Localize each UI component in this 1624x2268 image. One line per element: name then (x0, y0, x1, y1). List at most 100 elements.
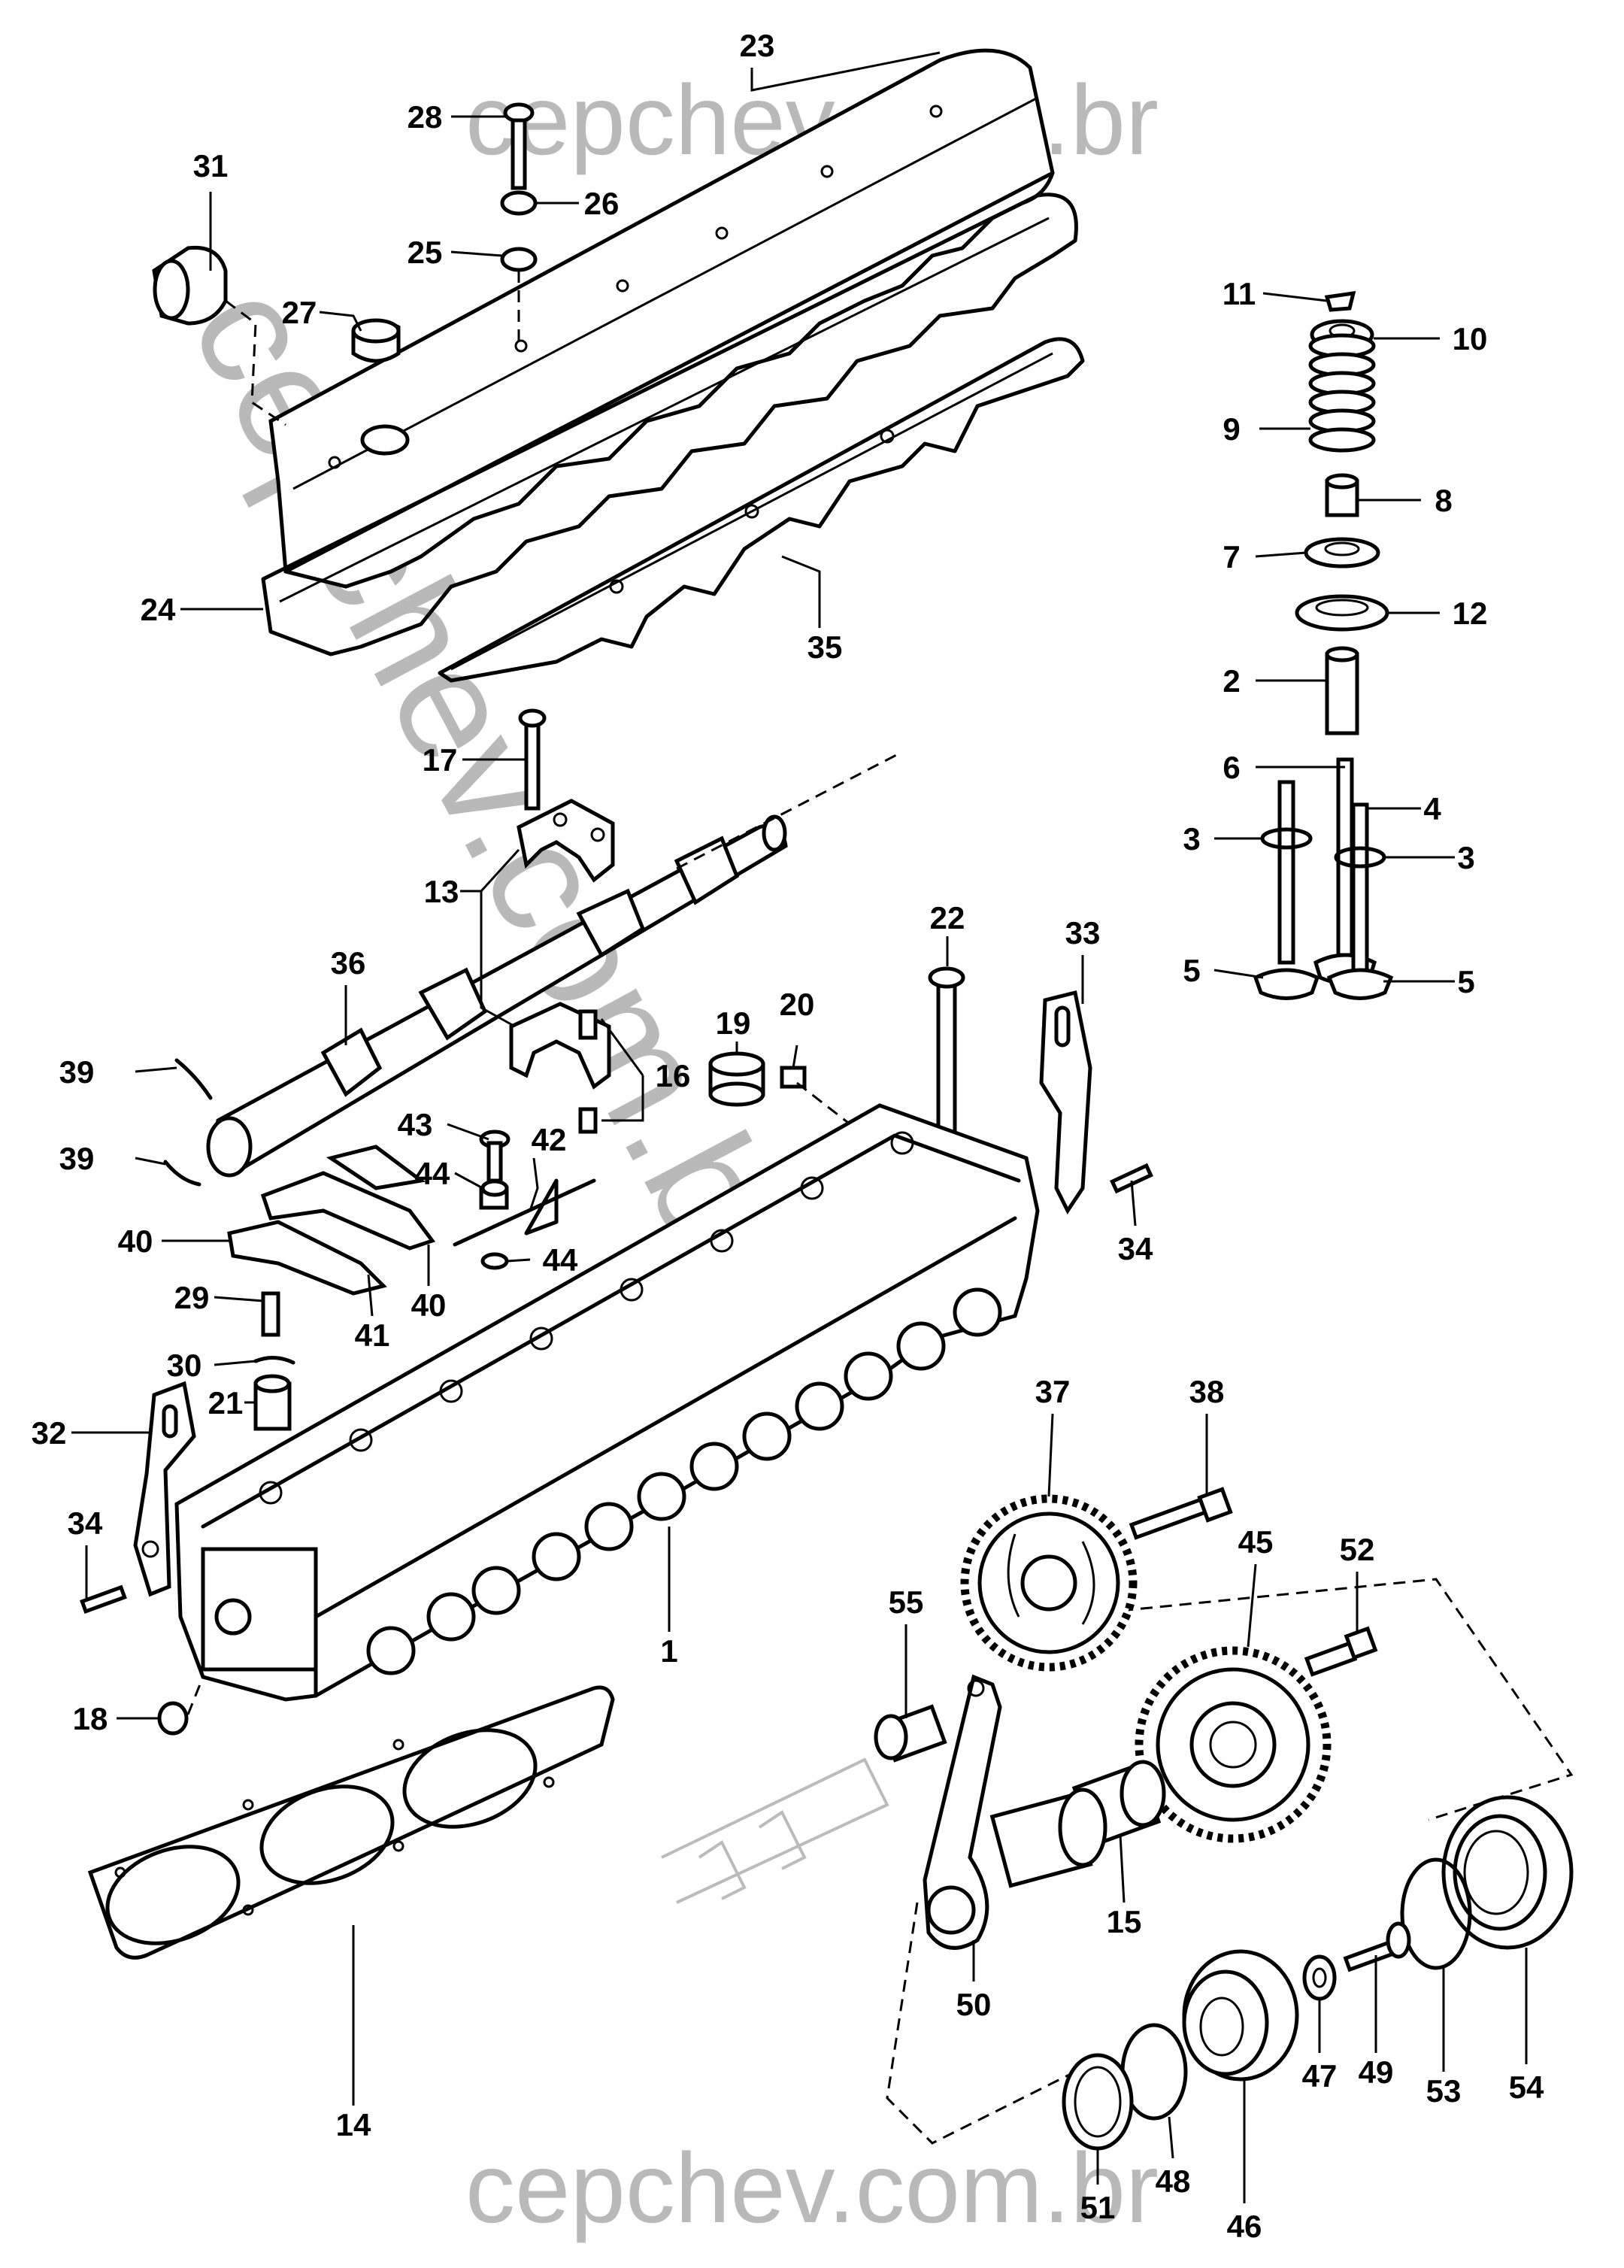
callout-46: 46 (1227, 2209, 1262, 2244)
callout-34-left: 34 (68, 1505, 103, 1541)
valve-cover-gasket (261, 193, 1078, 656)
callout-31: 31 (193, 148, 229, 183)
circlip-lower (163, 1160, 201, 1187)
callout-36: 36 (331, 945, 366, 981)
callout-39-lower: 39 (59, 1141, 95, 1176)
head-gasket (87, 1685, 615, 1960)
callout-6: 6 (1223, 750, 1240, 785)
callout-37: 37 (1035, 1374, 1071, 1409)
callout-54: 54 (1509, 2069, 1544, 2105)
hub-bolt (1343, 1921, 1411, 1972)
idler-gear (1135, 1646, 1332, 1843)
oil-spray-tube (453, 1178, 596, 1247)
callout-41: 41 (355, 1317, 390, 1353)
callout-34-right: 34 (1118, 1231, 1153, 1266)
callout-42: 42 (532, 1122, 567, 1157)
callout-17: 17 (423, 742, 458, 778)
callout-10: 10 (1453, 321, 1488, 356)
valves (1253, 757, 1394, 1000)
callout-7: 7 (1223, 539, 1240, 575)
stud (261, 1291, 280, 1337)
callout-23: 23 (740, 28, 775, 63)
callout-45: 45 (1238, 1524, 1274, 1560)
callout-39-upper: 39 (59, 1054, 95, 1090)
callout-49: 49 (1359, 2054, 1394, 2090)
callout-20: 20 (780, 987, 815, 1022)
camshaft-reference-ghost (661, 1757, 889, 1904)
valve-guide (1325, 646, 1359, 735)
callout-38: 38 (1189, 1374, 1225, 1409)
o-ring (1400, 1857, 1472, 1970)
callout-27: 27 (282, 295, 317, 330)
callout-15: 15 (1107, 1904, 1142, 1939)
plug (351, 318, 401, 363)
dowel-pin-lower (578, 1107, 598, 1134)
callout-29: 29 (174, 1280, 210, 1315)
callout-2: 2 (1223, 663, 1240, 699)
callout-13: 13 (424, 874, 459, 909)
core-plug (157, 1701, 189, 1736)
callout-14: 14 (336, 2107, 371, 2142)
callout-28: 28 (408, 99, 443, 135)
callout-5-left: 5 (1183, 953, 1200, 988)
cover-bolt (503, 102, 535, 190)
valve-cover (268, 48, 1055, 589)
washer-seal (500, 247, 538, 272)
washer (500, 190, 538, 216)
valve-stem-seal (1325, 473, 1359, 517)
callout-50: 50 (956, 1987, 992, 2022)
circlip-upper (174, 1058, 213, 1100)
valve-keeper (1324, 290, 1356, 312)
callout-8: 8 (1435, 483, 1452, 518)
bracket-bolt-front (80, 1584, 127, 1615)
cylinder-head (174, 1103, 1040, 1702)
callout-48: 48 (1156, 2163, 1191, 2199)
callout-52: 52 (1340, 1532, 1375, 1567)
callout-12: 12 (1453, 596, 1488, 631)
callout-4: 4 (1423, 791, 1441, 826)
callout-numbers: 1 2 3 3 4 5 5 6 7 8 9 10 11 12 13 14 15 … (32, 28, 1544, 2244)
bearing-cap-upper (517, 799, 615, 883)
callout-3-left: 3 (1183, 821, 1200, 857)
callout-18: 18 (73, 1701, 108, 1736)
callout-33: 33 (1065, 915, 1101, 951)
rocker-arm-lower (227, 1220, 387, 1296)
sealing-washer-lower (480, 1252, 509, 1270)
callout-9: 9 (1223, 411, 1240, 447)
rocker-arm-upper (260, 1145, 436, 1251)
callout-24: 24 (141, 592, 176, 627)
lifting-bracket-front (133, 1381, 196, 1597)
callout-30: 30 (167, 1348, 202, 1383)
tappet (708, 1051, 765, 1107)
callout-5-right: 5 (1457, 964, 1474, 999)
callout-11: 11 (1223, 276, 1256, 311)
oil-filler-cap (152, 245, 228, 326)
hydraulic-lash-adjuster (780, 1066, 807, 1089)
leader-lines (71, 51, 1528, 2203)
callout-32: 32 (32, 1415, 67, 1451)
callout-43: 43 (398, 1107, 433, 1142)
callout-19: 19 (716, 1005, 751, 1041)
valve-spring (1308, 333, 1376, 453)
callout-26: 26 (584, 186, 620, 221)
callout-53: 53 (1426, 2073, 1462, 2109)
callout-16: 16 (656, 1058, 691, 1093)
washer-hub (1302, 1954, 1337, 2001)
callout-44-upper: 44 (415, 1156, 450, 1191)
bracket-bolt-rear (1110, 1163, 1153, 1194)
camshaft-gear (960, 1494, 1138, 1672)
callout-3-right: 3 (1457, 840, 1474, 875)
callout-40-left: 40 (118, 1223, 153, 1259)
dowel-pin (578, 1009, 598, 1040)
callout-25: 25 (408, 235, 443, 270)
shoulder-bolt (1304, 1626, 1378, 1677)
retaining-clip (253, 1356, 295, 1365)
callout-44-lower: 44 (543, 1242, 578, 1278)
callout-21: 21 (208, 1385, 244, 1421)
idler-support-bracket (923, 1674, 1107, 1950)
watermark-bottom: cepchev.com.br (465, 2133, 1159, 2243)
cover-seal-housing (1441, 1795, 1574, 1950)
valve-seat-insert (1295, 594, 1389, 632)
tube-bolt (479, 1129, 511, 1183)
